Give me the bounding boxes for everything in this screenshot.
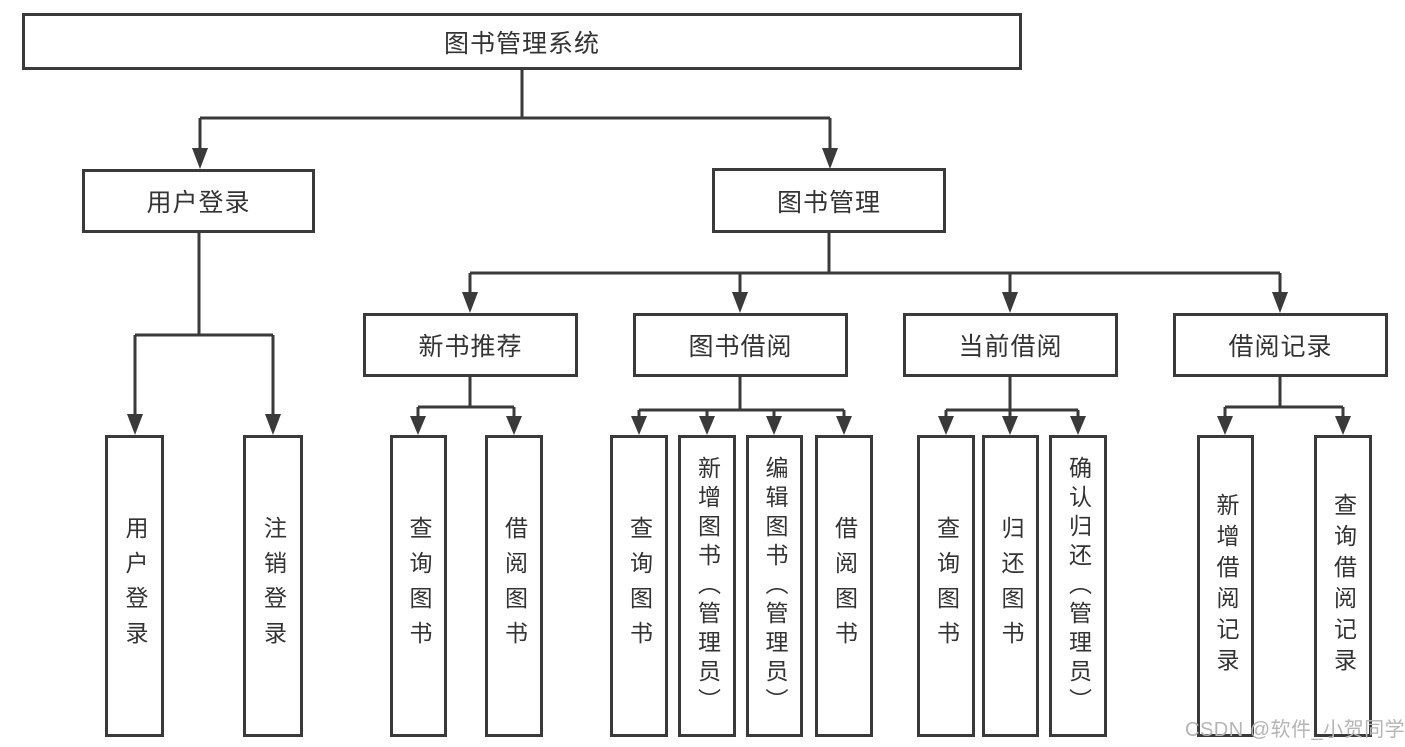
arrowhead-icon <box>506 416 522 435</box>
node-label: 借阅记录 <box>1228 333 1333 361</box>
node-label: 查询图书 <box>406 516 432 656</box>
node-label: 查询借阅记录 <box>1330 493 1357 679</box>
node-bb-edit-book: 编辑图书（管理员） <box>746 435 803 737</box>
node-current-borrow: 当前借阅 <box>903 313 1118 377</box>
node-label: 用户登录 <box>122 516 148 656</box>
node-root: 图书管理系统 <box>22 13 1022 70</box>
node-new-book-rec: 新书推荐 <box>363 313 578 377</box>
arrowhead-icon <box>1002 416 1018 435</box>
node-bb-query-book: 查询图书 <box>610 435 668 737</box>
arrowhead-icon <box>1335 416 1351 435</box>
node-label: 借阅图书 <box>501 516 528 656</box>
node-label: 图书管理系统 <box>443 29 600 58</box>
node-label: 查询图书 <box>933 516 960 656</box>
arrowhead-icon <box>766 416 782 435</box>
arrowhead-icon <box>1070 416 1086 435</box>
connector-line <box>944 377 1080 418</box>
watermark: CSDN @软件_小贺同学 <box>1185 719 1405 741</box>
arrowhead-icon <box>836 416 852 435</box>
node-label: 查询图书 <box>626 516 653 656</box>
node-label: 当前借阅 <box>958 333 1063 361</box>
node-label: 注销登录 <box>260 516 287 656</box>
node-book-mgmt: 图书管理 <box>712 168 946 233</box>
node-label: 确认归还（管理员） <box>1065 455 1092 717</box>
arrowhead-icon <box>732 292 748 313</box>
connector-line <box>468 232 1282 294</box>
connector-line <box>133 233 275 416</box>
node-logout: 注销登录 <box>243 435 303 737</box>
node-bb-add-book: 新增图书（管理员） <box>678 435 736 737</box>
arrowhead-icon <box>410 416 426 435</box>
node-label: 新书推荐 <box>418 333 523 361</box>
node-cb-query-book: 查询图书 <box>917 435 975 737</box>
arrowhead-icon <box>938 416 954 435</box>
node-bb-borrow-book: 借阅图书 <box>815 435 873 737</box>
node-book-borrow: 图书借阅 <box>633 313 848 377</box>
node-rec-query-book: 查询图书 <box>390 435 447 737</box>
node-login: 用户登录 <box>105 435 164 737</box>
node-cb-return-book: 归还图书 <box>982 435 1039 737</box>
connector-line <box>637 377 846 418</box>
arrowhead-icon <box>631 416 647 435</box>
connector-current-borrow-children <box>938 377 1086 435</box>
arrowhead-icon <box>265 414 281 435</box>
node-borrow-record: 借阅记录 <box>1173 313 1388 377</box>
connector-user-login-children <box>127 233 281 435</box>
connector-book-mgmt-children <box>462 232 1288 313</box>
arrowhead-icon <box>1002 292 1018 313</box>
arrowhead-icon <box>822 148 838 169</box>
node-user-login: 用户登录 <box>82 169 315 233</box>
connector-root-to-level2 <box>192 69 838 169</box>
arrowhead-icon <box>462 292 478 313</box>
node-label: 图书借阅 <box>688 333 793 361</box>
node-label: 用户登录 <box>146 189 251 217</box>
arrowhead-icon <box>1272 292 1288 313</box>
node-label: 新增借阅记录 <box>1213 493 1239 679</box>
node-label: 借阅图书 <box>831 516 858 656</box>
node-label: 归还图书 <box>998 516 1024 656</box>
arrowhead-icon <box>127 414 143 435</box>
node-label: 图书管理 <box>776 188 881 217</box>
connector-new-book-rec-children <box>410 377 522 435</box>
node-br-add-record: 新增借阅记录 <box>1197 435 1254 737</box>
connector-line <box>198 69 832 150</box>
node-label: 新增图书（管理员） <box>694 455 721 717</box>
arrowhead-icon <box>1217 416 1233 435</box>
connector-line <box>1223 377 1345 418</box>
connector-line <box>416 377 516 418</box>
node-rec-borrow-book: 借阅图书 <box>485 435 543 737</box>
node-cb-confirm-return: 确认归还（管理员） <box>1049 435 1107 737</box>
arrowhead-icon <box>192 148 208 169</box>
connector-book-borrow-children <box>631 377 852 435</box>
node-br-query-record: 查询借阅记录 <box>1314 435 1372 737</box>
arrowhead-icon <box>699 416 715 435</box>
connector-borrow-record-children <box>1217 377 1351 435</box>
node-label: 编辑图书（管理员） <box>762 455 788 717</box>
